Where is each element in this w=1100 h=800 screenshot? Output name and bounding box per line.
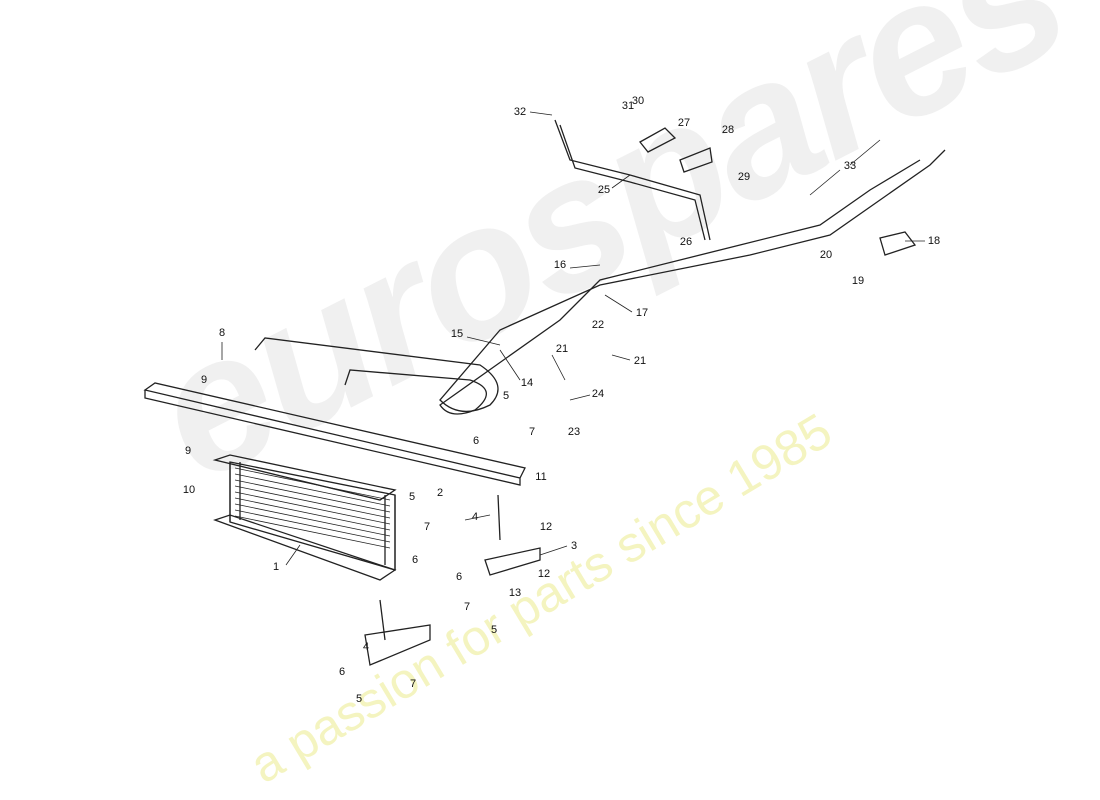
callout-label[interactable]: 10 <box>182 484 196 496</box>
callout-label[interactable]: 24 <box>591 388 605 400</box>
callout-label[interactable]: 19 <box>851 275 865 287</box>
callout-label[interactable]: 17 <box>635 307 649 319</box>
callout-label[interactable]: 33 <box>843 160 857 172</box>
callout-label[interactable]: 9 <box>200 374 208 386</box>
callout-label[interactable]: 32 <box>513 106 527 118</box>
callout-label[interactable]: 27 <box>677 117 691 129</box>
callout-label[interactable]: 3 <box>570 540 578 552</box>
callout-label[interactable]: 5 <box>408 491 416 503</box>
callout-label[interactable]: 8 <box>218 327 226 339</box>
callout-label[interactable]: 1 <box>272 561 280 573</box>
oil-pipe-upper <box>344 159 921 415</box>
callout-label[interactable]: 30 <box>631 95 645 107</box>
callout-label[interactable]: 12 <box>539 521 553 533</box>
callout-label[interactable]: 12 <box>537 568 551 580</box>
callout-label[interactable]: 6 <box>338 666 346 678</box>
clip-27 <box>639 127 677 153</box>
callout-label[interactable]: 6 <box>411 554 419 566</box>
mount-upper <box>484 494 541 576</box>
callout-label[interactable]: 21 <box>555 343 569 355</box>
callout-label[interactable]: 5 <box>355 693 363 705</box>
callout-label[interactable]: 4 <box>362 641 370 653</box>
callout-label[interactable]: 6 <box>455 571 463 583</box>
leader-lines <box>221 111 925 566</box>
callout-label[interactable]: 6 <box>472 435 480 447</box>
callout-label[interactable]: 4 <box>471 511 479 523</box>
mount-lower <box>364 599 431 666</box>
callout-label[interactable]: 15 <box>450 328 464 340</box>
callout-label[interactable]: 9 <box>184 445 192 457</box>
callout-label[interactable]: 31 <box>621 100 635 112</box>
pipe-25 <box>554 119 711 241</box>
callout-label[interactable]: 7 <box>528 426 536 438</box>
callout-label[interactable]: 26 <box>679 236 693 248</box>
bracket-18 <box>879 231 917 256</box>
callout-label[interactable]: 11 <box>535 471 547 483</box>
callout-label[interactable]: 18 <box>927 235 941 247</box>
oil-pipe-lower <box>254 149 946 412</box>
callout-label[interactable]: 20 <box>819 249 833 261</box>
callout-label[interactable]: 2 <box>436 487 444 499</box>
callout-label[interactable]: 7 <box>463 601 471 613</box>
callout-label[interactable]: 5 <box>490 624 498 636</box>
bracket-28 <box>679 147 713 173</box>
callout-label[interactable]: 13 <box>508 587 522 599</box>
callout-label[interactable]: 23 <box>567 426 581 438</box>
callout-label[interactable]: 28 <box>721 124 735 136</box>
oil-cooler <box>212 454 397 581</box>
callout-label[interactable]: 29 <box>737 171 751 183</box>
callout-label[interactable]: 22 <box>591 319 605 331</box>
callout-label[interactable]: 7 <box>409 678 417 690</box>
callout-label[interactable]: 5 <box>502 390 510 402</box>
callout-label[interactable]: 21 <box>633 355 647 367</box>
callout-label[interactable]: 14 <box>520 377 534 389</box>
mounting-bar <box>143 382 526 486</box>
callout-label[interactable]: 7 <box>423 521 431 533</box>
callout-label[interactable]: 25 <box>597 184 611 196</box>
callout-label[interactable]: 16 <box>553 259 567 271</box>
